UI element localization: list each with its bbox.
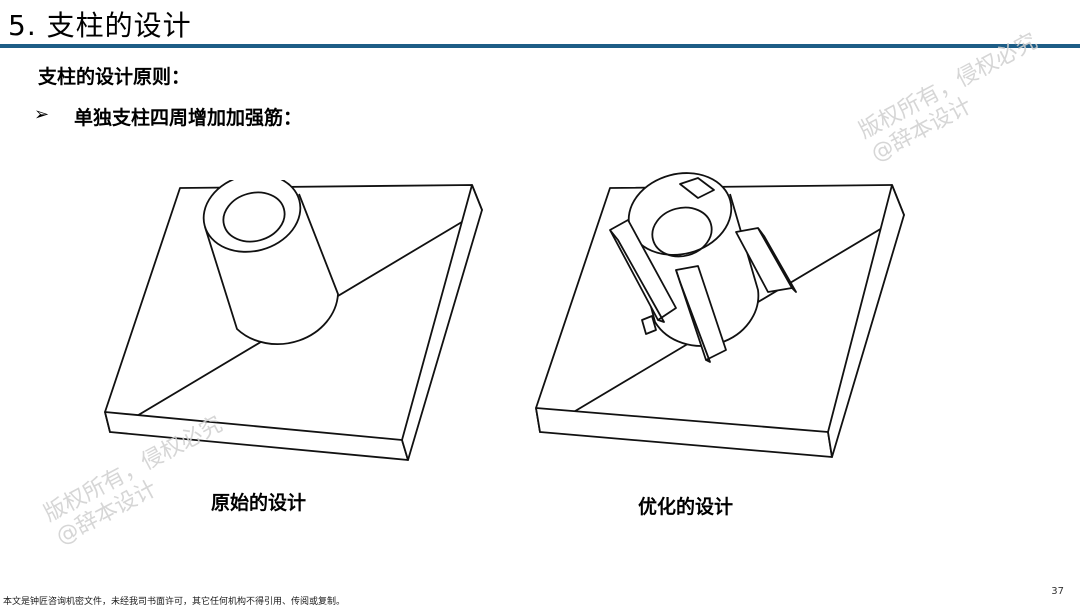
optimized-boss-drawing xyxy=(535,172,905,458)
original-boss-drawing xyxy=(104,180,483,461)
title-divider xyxy=(0,44,1080,48)
page-number: 37 xyxy=(1051,586,1064,597)
watermark: 版权所有，侵权必究 @辞本设计 xyxy=(855,29,1042,168)
confidentiality-footer: 本文是钟匠咨询机密文件，未经我司书面许可，其它任何机构不得引用、传阅或复制。 xyxy=(3,597,346,607)
caption-original: 原始的设计 xyxy=(211,492,307,514)
principle-heading: 支柱的设计原则： xyxy=(38,66,191,88)
slide-title: 5. 支柱的设计 xyxy=(8,9,192,42)
bullet-text: 单独支柱四周增加加强筋： xyxy=(74,107,303,129)
caption-optimized: 优化的设计 xyxy=(638,496,734,518)
arrow-bullet-icon: ➢ xyxy=(34,104,50,125)
